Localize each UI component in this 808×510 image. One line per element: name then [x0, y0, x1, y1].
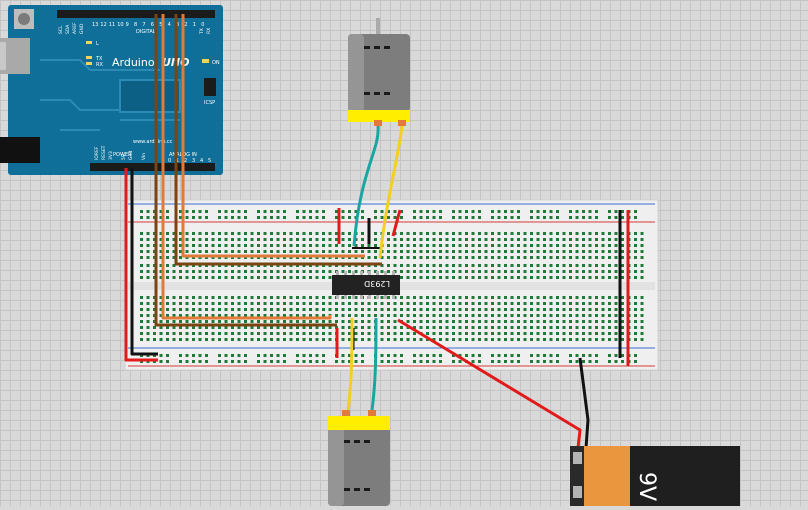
pin-side-labels: SCL SDA AREF GND IOREF RESET 3V3 5V Gnd … [58, 22, 212, 160]
svg-text:GND: GND [79, 23, 85, 34]
wire-black-gnd [130, 168, 158, 356]
analog-pin-0: 0 [168, 158, 171, 164]
digital-pin-13: 13 [92, 22, 98, 28]
led-tx-label: TX [95, 56, 103, 62]
digital-pin-0: 0 [201, 22, 204, 28]
battery-label: 9V [634, 472, 659, 501]
dc-motor-bottom[interactable] [328, 410, 390, 506]
svg-text:3V3: 3V3 [108, 151, 114, 160]
led-tx [86, 56, 92, 59]
led-on [202, 59, 209, 63]
led-rx-label: RX [96, 62, 103, 68]
digital-pin-9: 9 [126, 22, 129, 28]
battery-terminal-minus [573, 486, 582, 498]
svg-text:IOREF: IOREF [94, 146, 100, 160]
power-header-label: POWER [113, 152, 132, 158]
jumper-red-top-2 [391, 209, 402, 237]
svg-text:5V: 5V [121, 153, 127, 160]
digital-pin-3: 3 [176, 22, 179, 28]
battery-terminal-plus [573, 452, 582, 464]
svg-text:SDA: SDA [65, 24, 71, 34]
arduino-website: www.arduino.cc [133, 139, 173, 145]
wire-brown-2 [174, 14, 382, 266]
wire-brown-1 [154, 14, 337, 327]
svg-text:Vin: Vin [141, 153, 147, 160]
on-led-label: ON [212, 60, 220, 66]
led-l-label: L [96, 41, 99, 47]
board-traces [40, 59, 181, 131]
breadboard[interactable] [124, 199, 659, 371]
motor-top-cap [348, 110, 410, 122]
wire-yellow-bottom-motor [346, 317, 354, 411]
battery-9v[interactable]: 9V [570, 446, 740, 506]
digital-pin-8: 8 [134, 22, 137, 28]
digital-pin-2: 2 [184, 22, 187, 28]
power-jack [0, 137, 40, 163]
analog-pin-2: 2 [184, 158, 187, 164]
digital-pin-11: 11 [109, 22, 115, 28]
digital-pin-6: 6 [151, 22, 154, 28]
l293d-chip[interactable]: L293D [332, 271, 400, 299]
arduino-board[interactable]: Arduino UNO www.arduino.cc DIGITAL POWER… [0, 5, 223, 175]
digital-header-label: DIGITAL [136, 29, 156, 35]
dc-motor-top[interactable] [348, 18, 410, 126]
digital-pin-1: 1 [193, 22, 196, 28]
icsp-header [204, 78, 216, 96]
led-l [86, 41, 92, 44]
wire-orange-2 [181, 14, 365, 258]
digital-pin-10: 10 [117, 22, 123, 28]
arduino-brand: Arduino [112, 56, 155, 69]
digital-pin-12: 12 [100, 22, 106, 28]
analog-pin-3: 3 [192, 158, 195, 164]
wire-orange-1 [161, 14, 332, 320]
svg-text:AREF: AREF [72, 22, 78, 34]
analog-header [90, 163, 215, 171]
analog-pin-1: 1 [176, 158, 179, 164]
chip-label: L293D [364, 279, 390, 288]
digital-pin-4: 4 [168, 22, 171, 28]
wire-green-top-motor [352, 125, 380, 247]
wire-red-battery [397, 318, 582, 449]
led-rx [86, 62, 92, 65]
analog-pin-5: 5 [208, 158, 211, 164]
motor-bottom-cap [328, 416, 390, 430]
svg-text:RESET: RESET [101, 145, 107, 160]
digital-header [57, 10, 215, 18]
svg-text:RX: RX [206, 28, 212, 34]
svg-text:TX: TX [199, 28, 205, 35]
wire-black-battery [578, 357, 590, 449]
svg-text:SCL: SCL [58, 25, 64, 34]
wires [124, 14, 630, 449]
svg-text:Gnd: Gnd [128, 151, 134, 160]
analog-pin-4: 4 [200, 158, 203, 164]
wire-green-bottom-motor [370, 317, 378, 411]
digital-pin-7: 7 [142, 22, 145, 28]
wire-red-5v [124, 168, 158, 362]
icsp-label: ICSP [204, 100, 215, 106]
wire-yellow-top-motor [378, 125, 404, 259]
digital-pin-5: 5 [159, 22, 162, 28]
